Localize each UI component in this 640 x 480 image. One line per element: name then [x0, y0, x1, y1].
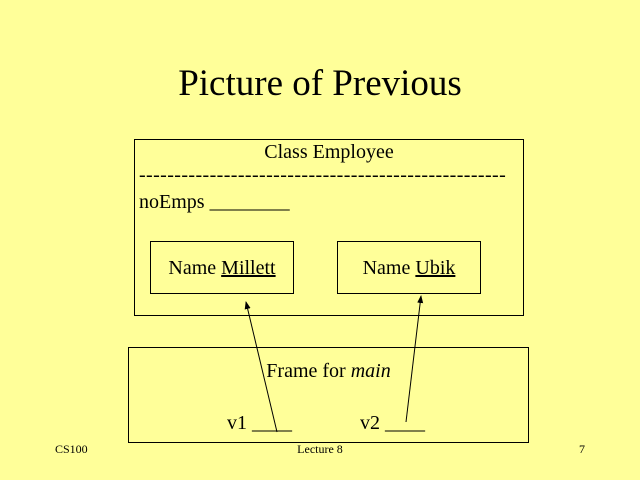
object-label: Name — [362, 257, 411, 279]
frame-heading-main: main — [350, 360, 391, 382]
static-field-noemps: noEmps ________ — [139, 191, 290, 214]
class-heading: Class Employee — [264, 141, 394, 163]
static-field-blank: ________ — [209, 191, 290, 213]
footer-course: CS100 — [55, 442, 88, 456]
frame-main-box — [128, 347, 529, 443]
var-label: v2 — [360, 412, 380, 434]
arrow-v2-to-ubik — [405, 295, 424, 423]
object-ubik-text: Name Ubik — [337, 257, 481, 280]
frame-heading: Frame for main — [128, 360, 529, 383]
class-employee-box — [134, 139, 524, 316]
object-millett-text: Name Millett — [150, 257, 294, 280]
frame-heading-prefix: Frame for — [266, 360, 351, 382]
static-field-label: noEmps — [139, 191, 205, 213]
var-blank: ____ — [385, 412, 425, 434]
slide-title: Picture of Previous — [178, 63, 462, 104]
var-v2: v2 ____ — [360, 412, 425, 435]
class-divider: ----------------------------------------… — [139, 164, 507, 186]
var-label: v1 — [227, 412, 247, 434]
object-box-ubik — [337, 241, 481, 294]
object-box-millett — [150, 241, 294, 294]
object-label: Name — [168, 257, 217, 279]
object-value: Millett — [221, 257, 276, 279]
var-v1: v1 ____ — [227, 412, 292, 435]
arrow-v1-to-millett — [244, 301, 278, 433]
var-blank: ____ — [252, 412, 292, 434]
footer-lecture: Lecture 8 — [297, 442, 343, 456]
object-value: Ubik — [415, 257, 456, 279]
footer-page-number: 7 — [579, 442, 585, 456]
